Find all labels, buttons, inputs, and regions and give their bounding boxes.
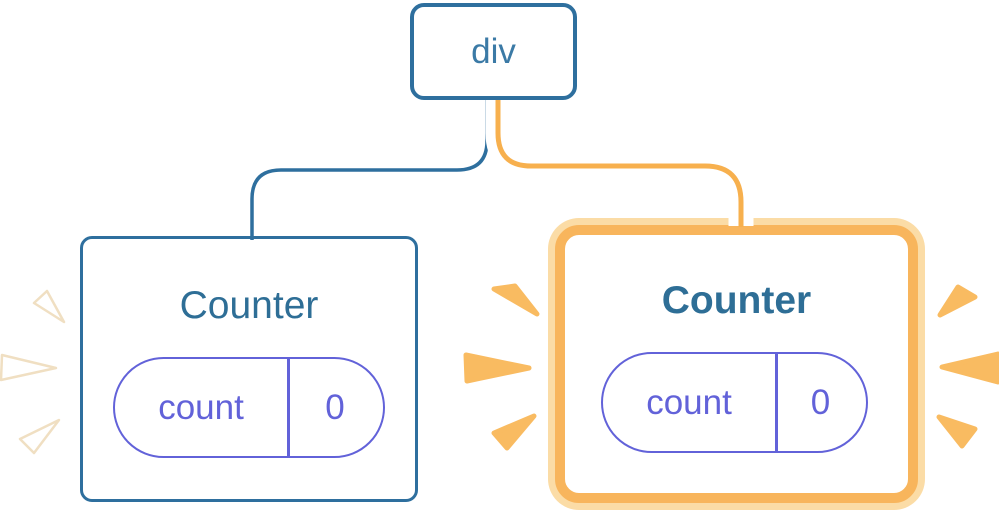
counter-title: Counter	[661, 279, 812, 322]
pill-divider	[775, 354, 778, 451]
connector-right-edge-casing	[485, 99, 754, 226]
state-pill: count 0	[601, 352, 868, 453]
pill-divider	[287, 359, 290, 456]
connector-right-edge	[495, 99, 744, 227]
spark-wedge-icon	[463, 352, 532, 384]
counter-title: Counter	[179, 284, 319, 327]
root-node-label: div	[471, 31, 516, 71]
state-value: 0	[810, 382, 831, 422]
spark-wedge-icon	[491, 413, 537, 451]
spark-wedge-icon	[937, 284, 978, 318]
state-value: 0	[325, 387, 345, 427]
spark-wedge-icon	[32, 289, 66, 324]
counter-card-left: Counter count 0	[80, 236, 418, 502]
orange-spark-burst-right-icon	[936, 284, 999, 449]
spark-wedge-icon	[936, 414, 978, 449]
root-node-div: div	[410, 3, 577, 100]
white-spark-burst-icon	[0, 289, 66, 455]
state-key: count	[158, 387, 244, 427]
spark-wedge-icon	[491, 283, 540, 317]
state-key: count	[646, 382, 732, 422]
counter-card-right-highlighted: Counter count 0	[555, 225, 918, 503]
connector-left-edge	[250, 99, 489, 240]
spark-wedge-icon	[939, 351, 999, 385]
orange-spark-burst-left-icon	[463, 283, 540, 451]
spark-wedge-icon	[0, 353, 58, 382]
spark-wedge-icon	[18, 418, 61, 455]
state-pill: count 0	[113, 357, 385, 458]
